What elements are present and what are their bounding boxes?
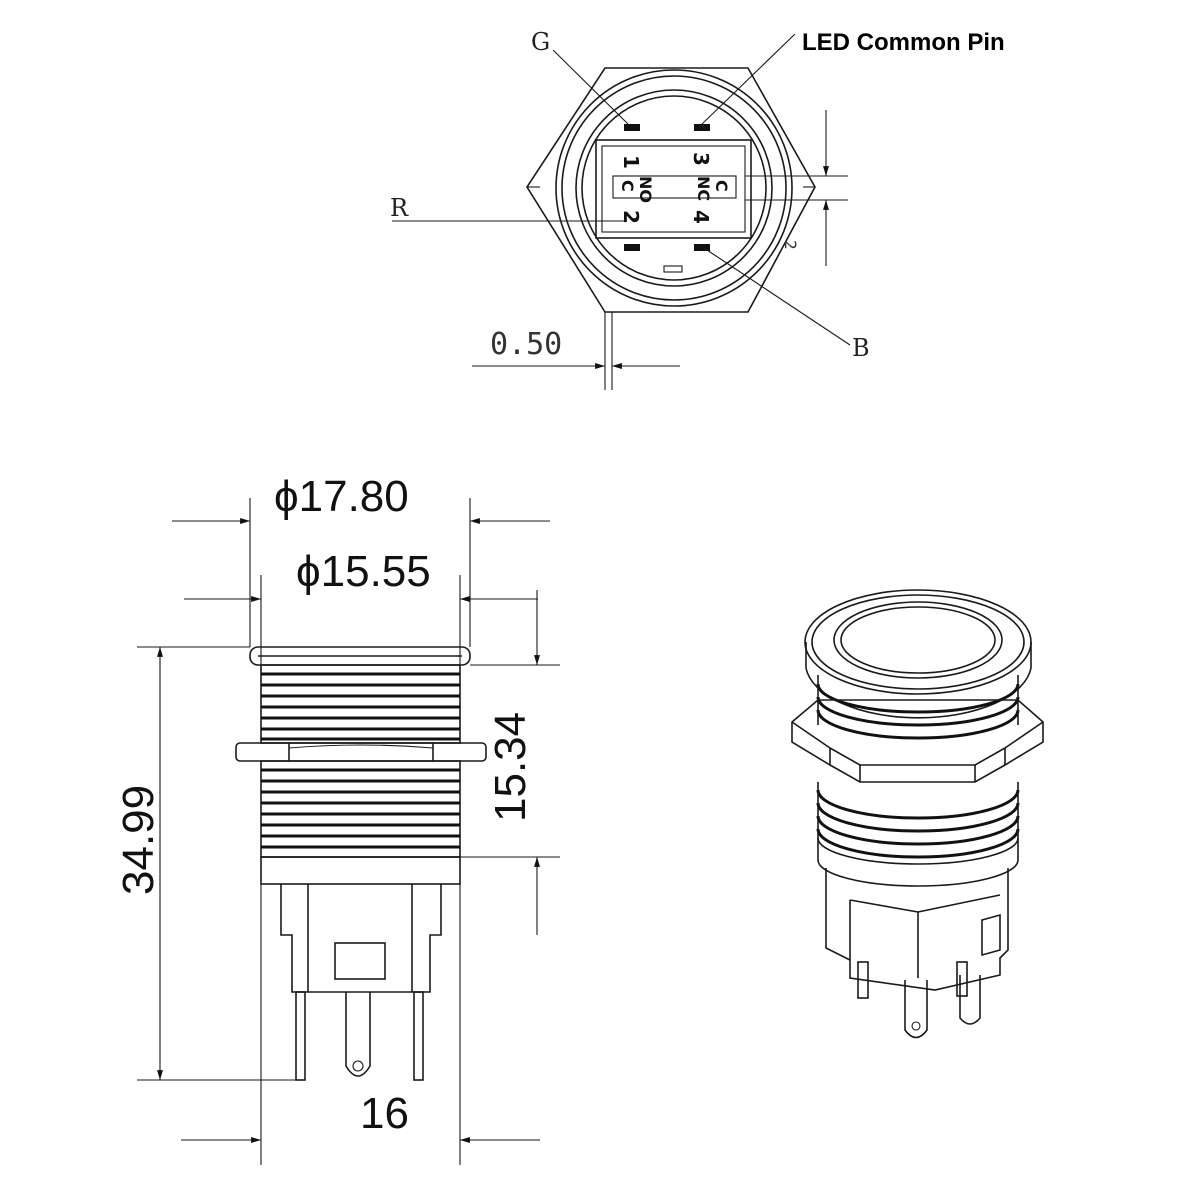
dim-total-height: 34.99: [114, 785, 163, 895]
iso-head-top: [804, 589, 1032, 695]
pin-3-label: 3: [689, 152, 713, 166]
label-b: B: [852, 334, 870, 362]
pin-c-label-1: C: [618, 180, 637, 192]
top-view: 1 3 C NO NC C 2 4 G LED Common Pin R B 2…: [390, 28, 1005, 390]
dim-pin-gap: 2: [781, 240, 800, 250]
terminal-pins: [295, 991, 424, 1081]
pin-1-label: 1: [619, 155, 643, 169]
dim-thread-length: 15.34: [486, 712, 535, 822]
pin-c-label-2: C: [712, 180, 731, 192]
pin-2-label: 2: [619, 210, 643, 224]
isometric-view: [791, 589, 1044, 1039]
dim-width: 16: [360, 1089, 409, 1138]
pin-4-label: 4: [689, 210, 713, 224]
outer-ring: [555, 69, 793, 307]
dim-offset: 0.50: [490, 327, 562, 362]
label-led-common-pin: LED Common Pin: [802, 29, 1005, 56]
upper-thread: [260, 664, 461, 744]
iso-hex-nut: [791, 699, 1044, 783]
pin-nc-label: NC: [694, 176, 713, 201]
iso-base-housing: [825, 868, 1009, 991]
pin-block: [595, 139, 752, 239]
hex-nut: [235, 742, 487, 762]
label-g: G: [531, 28, 550, 56]
iso-terminal-pins: [857, 961, 981, 1039]
pin-no-label: NO: [636, 176, 655, 203]
side-view: ϕ17.80 ϕ15.55 15.34 34.99 16: [114, 472, 560, 1165]
dim-head-diameter: ϕ17.80: [274, 472, 409, 521]
base-housing: [280, 884, 442, 993]
label-r: R: [390, 194, 409, 222]
body-collar: [260, 856, 461, 885]
dim-thread-diameter: ϕ15.55: [296, 547, 431, 596]
lower-thread: [260, 760, 461, 858]
